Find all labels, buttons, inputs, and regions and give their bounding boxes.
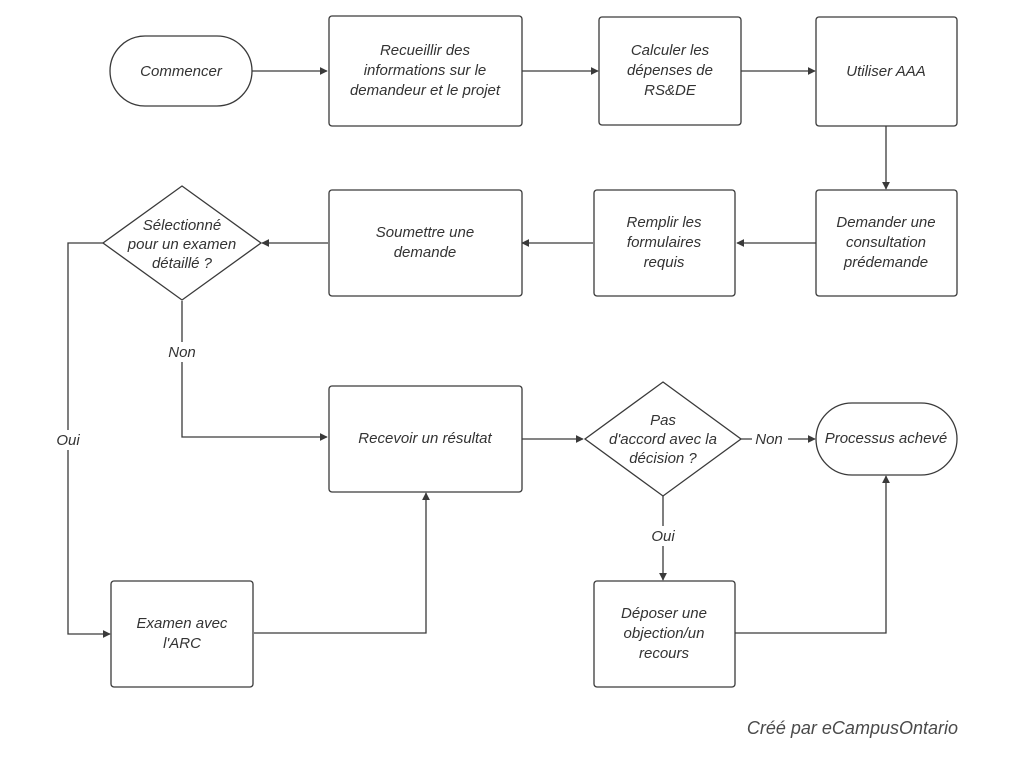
node-disagree-line-3: décision ? [629,450,697,467]
node-review-line-1: Examen avec [137,615,228,632]
node-done-label: Processus achevé [825,430,948,447]
node-submit-line-1: Soumettre une [376,224,474,241]
node-done: Processus achevé [815,402,958,476]
node-calculate-line-2: dépenses de [627,62,713,79]
node-start: Commencer [109,35,253,107]
credit-text: Créé par eCampusOntario [746,718,958,738]
node-consultation-line-1: Demander une [836,214,935,231]
node-review: Examen avec l'ARC [110,580,254,688]
node-collect: Recueillir des informations sur le deman… [328,15,523,127]
node-calculate-line-1: Calculer les [631,42,710,59]
edge-objection-done [735,475,890,634]
node-start-label: Commencer [140,63,223,80]
node-disagree-line-2: d'accord avec la [609,431,717,448]
node-forms-line-1: Remplir les [626,214,702,231]
edge-labels: Non Oui Non Oui [51,342,788,546]
node-result: Recevoir un résultat [328,385,523,493]
node-objection-line-2: objection/un [624,625,705,642]
node-objection-line-1: Déposer une [621,605,707,622]
node-selected-line-3: détaillé ? [152,255,213,272]
node-disagree-decision: Pas d'accord avec la décision ? [583,381,743,497]
edge-label-disagree-no: Non [755,431,783,448]
node-calculate: Calculer les dépenses de RS&DE [598,16,742,126]
node-forms: Remplir les formulaires requis [593,189,736,297]
node-forms-line-3: requis [644,254,685,271]
edge-review-result [254,492,430,634]
node-calculate-line-3: RS&DE [644,82,697,99]
node-objection: Déposer une objection/un recours [593,580,736,688]
node-selected-line-2: pour un examen [127,236,236,253]
node-aaa-label: Utiliser AAA [846,63,925,80]
node-forms-line-2: formulaires [627,234,702,251]
node-consultation-line-3: prédemande [843,254,928,271]
edge-label-selected-yes: Oui [56,432,80,449]
node-disagree-line-1: Pas [650,412,676,429]
node-collect-line-1: Recueillir des [380,42,471,59]
node-selected-decision: Sélectionné pour un examen détaillé ? [101,185,263,301]
edge-label-selected-no: Non [168,344,196,361]
node-submit: Soumettre une demande [328,189,523,297]
node-objection-line-3: recours [639,645,690,662]
node-result-label: Recevoir un résultat [358,430,492,447]
node-review-line-2: l'ARC [163,635,201,652]
node-collect-line-3: demandeur et le projet [350,82,501,99]
node-selected-line-1: Sélectionné [143,217,221,234]
node-collect-line-2: informations sur le [364,62,487,79]
edge-label-disagree-yes: Oui [651,528,675,545]
node-consultation: Demander une consultation prédemande [815,189,958,297]
edge-selected-result-no [181,301,328,441]
node-consultation-line-2: consultation [846,234,926,251]
node-submit-line-2: demande [394,244,457,261]
node-aaa: Utiliser AAA [815,16,958,127]
